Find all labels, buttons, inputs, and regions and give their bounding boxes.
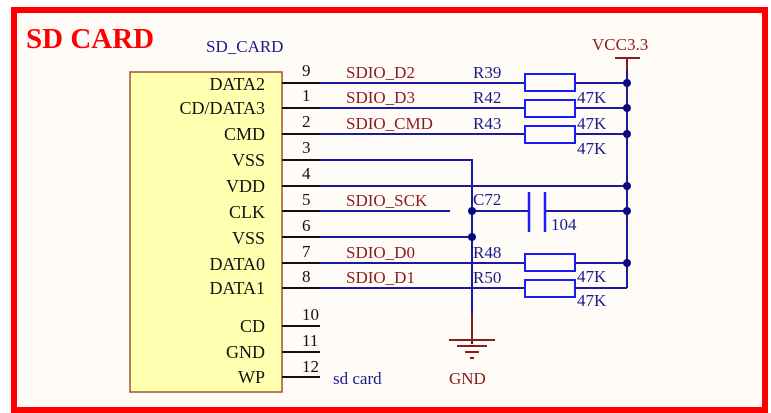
pin-name: VSS	[232, 150, 265, 170]
pin-name: WP	[238, 367, 265, 387]
pin-name: DATA2	[209, 74, 265, 94]
junction-dot	[623, 259, 631, 267]
resistor-r43	[524, 125, 576, 144]
resistor-ref: R50	[473, 268, 501, 287]
resistor-r50	[524, 279, 576, 298]
net-label: SDIO_D1	[346, 268, 415, 287]
pin-name: GND	[226, 342, 265, 362]
pin-number: 12	[302, 357, 319, 376]
resistor-value: 47K	[577, 114, 607, 133]
net-label: SDIO_CMD	[346, 114, 433, 133]
resistor-ref: R39	[473, 63, 501, 82]
junction-dot	[623, 104, 631, 112]
resistor-ref: R43	[473, 114, 501, 133]
pin-number: 2	[302, 112, 311, 131]
junction-dot	[623, 207, 631, 215]
pin-number: 3	[302, 138, 311, 157]
pin-number: 9	[302, 61, 311, 80]
pin-name: DATA0	[209, 254, 265, 274]
junction-dot	[468, 207, 476, 215]
pin-name: CLK	[229, 202, 265, 222]
pin-number: 1	[302, 86, 311, 105]
resistor-ref: R48	[473, 243, 501, 262]
net-label: SDIO_SCK	[346, 191, 428, 210]
pin-number: 4	[302, 164, 311, 183]
resistor-value: 47K	[577, 291, 607, 310]
connector-body	[129, 71, 283, 393]
resistor-value: 47K	[577, 139, 607, 158]
resistor-r42	[524, 99, 576, 118]
capacitor-value: 104	[551, 215, 577, 234]
pin-name: VSS	[232, 228, 265, 248]
pin-name: DATA1	[209, 278, 265, 298]
pin-number: 6	[302, 216, 311, 235]
component-value: sd card	[333, 369, 382, 388]
pin-name: CMD	[224, 124, 265, 144]
pin-number: 5	[302, 190, 311, 209]
junction-dot	[623, 130, 631, 138]
pin-number: 7	[302, 242, 311, 261]
junction-dot	[468, 233, 476, 241]
resistor-r48	[524, 253, 576, 272]
pin-name: CD/DATA3	[179, 98, 265, 118]
pin-number: 10	[302, 305, 319, 324]
vcc-label: VCC3.3	[592, 35, 648, 54]
gnd-label: GND	[449, 369, 486, 388]
net-label: SDIO_D3	[346, 88, 415, 107]
junction-dot	[623, 79, 631, 87]
component-ref: SD_CARD	[206, 37, 283, 56]
resistor-ref: R42	[473, 88, 501, 107]
net-label: SDIO_D2	[346, 63, 415, 82]
pin-number: 11	[302, 331, 318, 350]
pin-name: VDD	[226, 176, 265, 196]
resistor-value: 47K	[577, 88, 607, 107]
pin-number: 8	[302, 267, 311, 286]
resistor-r39	[524, 73, 576, 92]
sheet-title: SD CARD	[26, 23, 154, 55]
pin-name: CD	[240, 316, 265, 336]
resistor-value: 47K	[577, 267, 607, 286]
junction-dot	[623, 182, 631, 190]
net-label: SDIO_D0	[346, 243, 415, 262]
wire-vss-gnd	[320, 159, 473, 344]
capacitor-ref: C72	[473, 190, 501, 209]
